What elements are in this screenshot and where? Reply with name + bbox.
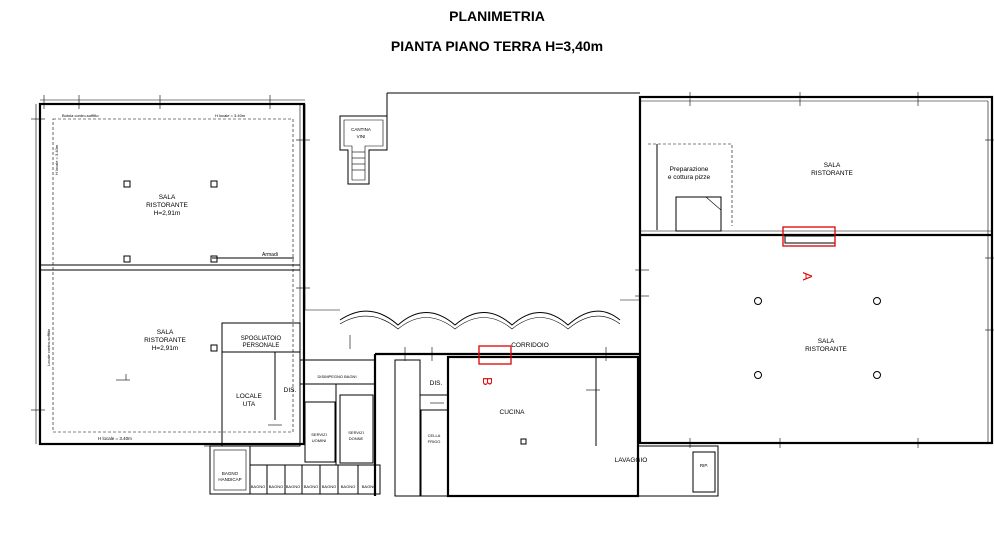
left-block-walls xyxy=(35,99,306,446)
marker-a-box[interactable] xyxy=(782,226,836,247)
label-servizi-donne-b: DONNE xyxy=(349,436,364,441)
label-servizi-donne-a: SERVIZI xyxy=(348,430,364,435)
column-marker xyxy=(873,297,881,305)
bagni-row xyxy=(249,464,381,495)
label-cantina-a: CANTINA xyxy=(351,127,371,132)
corridor-arches xyxy=(339,310,621,326)
drawing-subtitle: PIANTA PIANO TERRA H=3,40m xyxy=(390,38,604,54)
column-marker xyxy=(210,180,218,188)
label-preparazione-a: Preparazione xyxy=(670,166,709,173)
label-cantina-b: VINI xyxy=(357,134,366,139)
label-sala3-b: RISTORANTE xyxy=(811,170,853,177)
marker-b-label: B xyxy=(480,377,495,386)
right-block-walls xyxy=(638,95,994,445)
label-bagno: BAGNO xyxy=(269,484,283,489)
label-sala2-c: H=2,91m xyxy=(152,345,179,352)
label-locale-contro: Locale contro-soffitto xyxy=(46,328,51,366)
label-bagno-handicap-a: BAGNO xyxy=(222,471,239,476)
servizi-donne xyxy=(339,394,374,464)
drawing-title: PLANIMETRIA xyxy=(449,8,545,24)
label-bagno: BAGNO xyxy=(304,484,318,489)
label-cella-a: CELLA xyxy=(428,433,441,438)
pizza-oven-detail xyxy=(705,196,722,231)
label-sala4-a: SALA xyxy=(818,338,835,345)
label-sala3-a: SALA xyxy=(824,162,841,169)
label-spogliatoio-b: PERSONALE xyxy=(243,343,280,349)
column-marker xyxy=(520,438,527,445)
label-servizi-uomini-b: UOMINI xyxy=(312,438,326,443)
cantina-vini xyxy=(339,115,388,185)
label-bagno-handicap-b: HANDICAP xyxy=(218,477,241,482)
cella-frigo-room xyxy=(420,409,449,497)
column-marker xyxy=(754,297,762,305)
servizi-uomini xyxy=(304,401,336,463)
label-cucina: CUCINA xyxy=(500,409,526,416)
tick-marks xyxy=(31,92,994,448)
column-marker xyxy=(123,255,131,263)
label-sala1-a: SALA xyxy=(159,194,176,201)
label-sala2-b: RISTORANTE xyxy=(144,337,186,344)
label-cella-b: FRIGO xyxy=(428,439,441,444)
rip-room xyxy=(692,451,716,493)
label-sala4-b: RISTORANTE xyxy=(805,346,847,353)
label-bagno: BAGNO xyxy=(251,484,265,489)
left-block-outline xyxy=(38,102,306,446)
label-locale-uta-b: UTA xyxy=(243,401,256,408)
label-rip: RIP. xyxy=(700,463,708,468)
cucina-room xyxy=(446,355,640,498)
label-lavaggio: LAVAGGIO xyxy=(615,457,648,464)
column-marker xyxy=(210,344,218,352)
label-bagno: BAGNO xyxy=(362,484,376,489)
label-preparazione-b: e cottura pizze xyxy=(668,174,711,181)
label-bagno: BAGNO xyxy=(322,484,336,489)
column-marker xyxy=(873,371,881,379)
lavaggio-extension xyxy=(637,445,719,497)
pizza-oven xyxy=(675,196,722,232)
label-bagno: BAGNO xyxy=(286,484,300,489)
label-hlocale-bottom: H locale = 3.40m xyxy=(98,436,132,441)
label-sala1-c: H=2,91m xyxy=(154,210,181,217)
shaft-column xyxy=(394,359,421,497)
marker-b-box[interactable] xyxy=(478,345,512,365)
label-sala2-a: SALA xyxy=(157,329,174,336)
bagno-handicap-room xyxy=(209,445,251,495)
label-botola: Botola contro-soffitto xyxy=(62,113,99,118)
pizza-zone-outline xyxy=(648,143,733,226)
label-hlocale-top: H locale = 3.40m xyxy=(215,113,246,118)
bagno-handicap-inner xyxy=(213,449,247,491)
label-dis1: DIS. xyxy=(284,387,297,394)
label-armadi: Armadi xyxy=(262,252,278,258)
column-marker xyxy=(123,180,131,188)
door-a-frame xyxy=(784,235,836,244)
column-marker xyxy=(210,255,218,263)
kitchen-block-walls xyxy=(373,352,719,498)
label-locale-uta-a: LOCALE xyxy=(236,393,262,400)
label-spogliatoio-a: SPOGLIATOIO xyxy=(241,336,282,342)
botola-dashed-outline xyxy=(52,118,294,433)
cantina-outline xyxy=(339,115,388,185)
label-servizi-uomini-a: SERVIZI xyxy=(311,432,327,437)
courtyard xyxy=(304,92,640,330)
label-disimpegno-bagni: DISIMPEGNO BAGNI xyxy=(317,374,356,379)
right-block-outline xyxy=(638,95,994,445)
cantina-inner xyxy=(343,119,384,181)
column-marker xyxy=(754,371,762,379)
marker-a-label: A xyxy=(800,272,815,281)
label-hlocale-left: H locale = 3.40m xyxy=(54,144,59,175)
corridor-arches-inner xyxy=(339,315,621,330)
label-sala1-b: RISTORANTE xyxy=(146,202,188,209)
label-bagno: BAGNO xyxy=(341,484,355,489)
label-corridoio: CORRIDOIO xyxy=(511,342,549,349)
courtyard-edge xyxy=(304,104,340,311)
label-dis2: DIS. xyxy=(430,380,443,387)
service-block-walls xyxy=(209,322,381,495)
